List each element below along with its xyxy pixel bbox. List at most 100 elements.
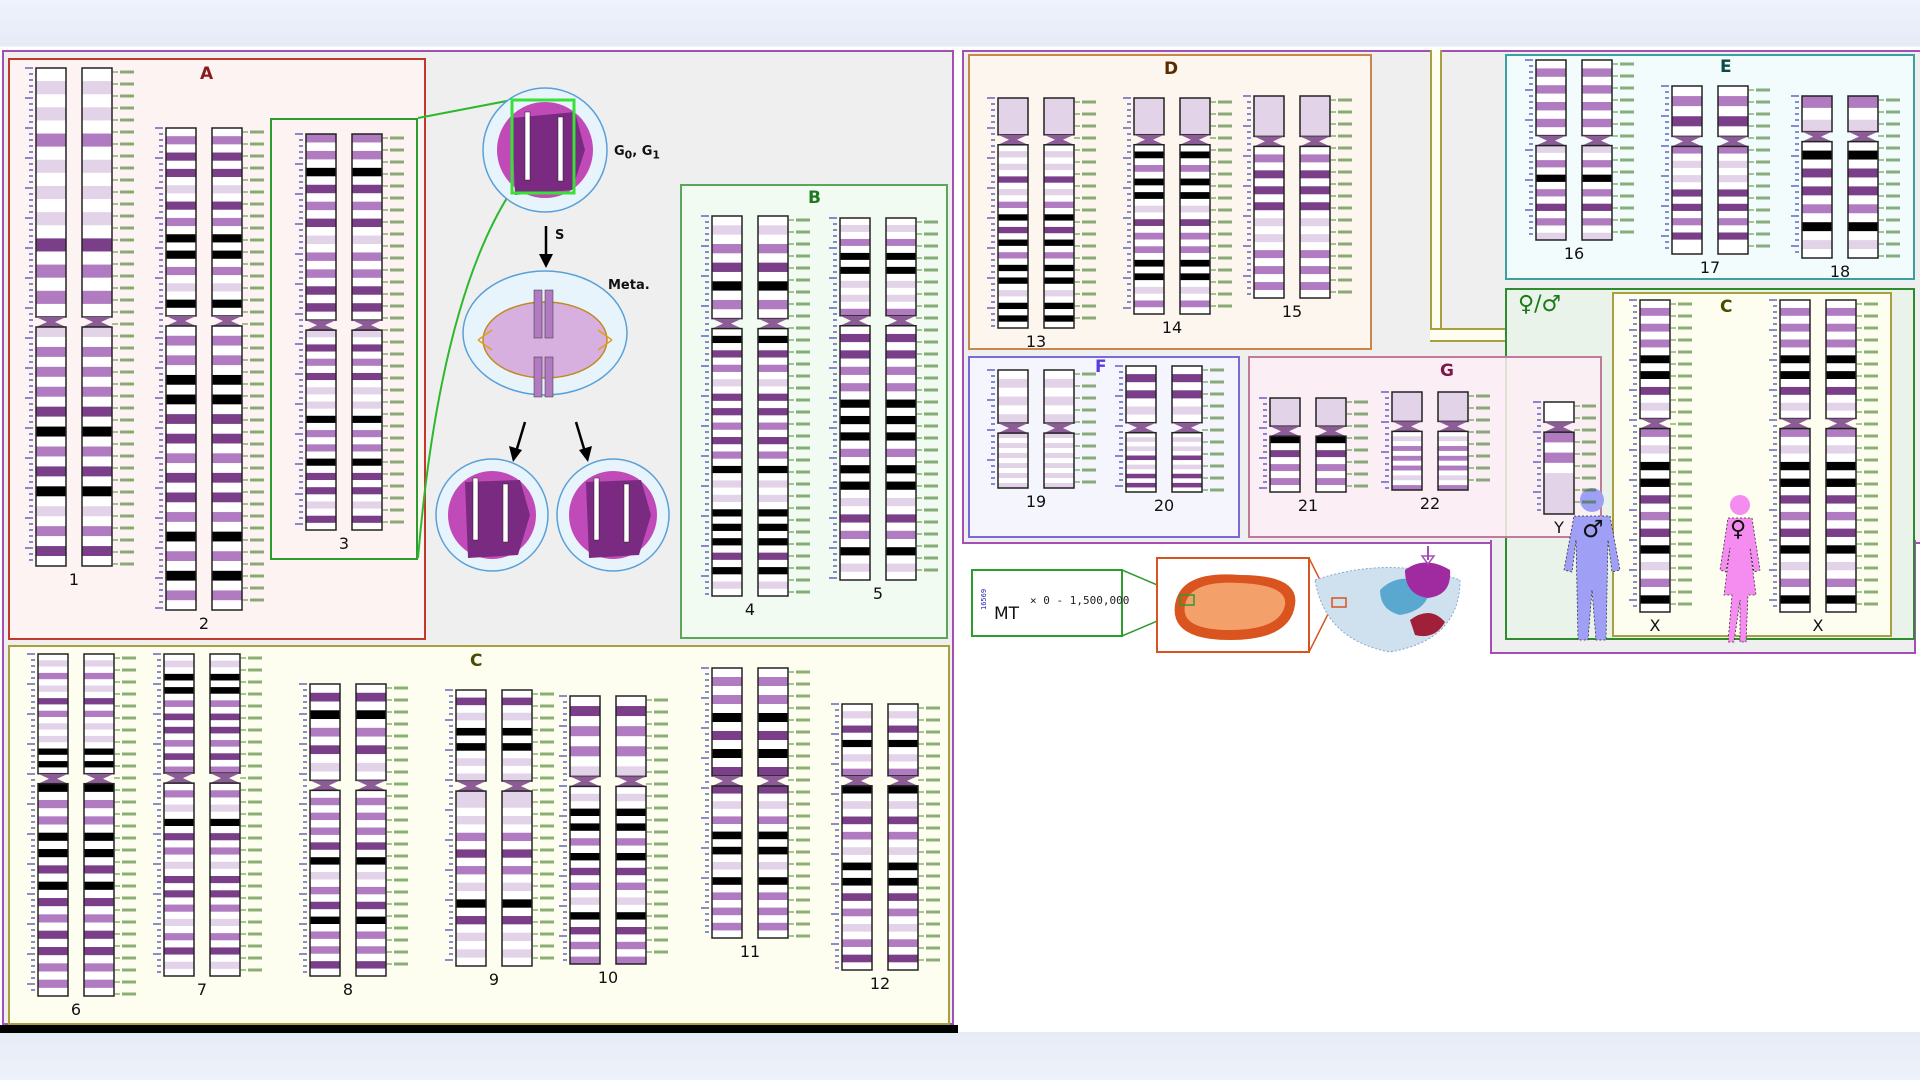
- chromosome-band: [712, 545, 742, 553]
- band-label-text: [248, 836, 262, 840]
- phase-g0g1-label: G0, G1: [614, 144, 660, 162]
- chromosome-17[interactable]: [1661, 85, 1703, 255]
- chromosome-16[interactable]: [1581, 59, 1634, 241]
- chromosome-band: [712, 740, 742, 750]
- chromosome-band: [1826, 545, 1856, 554]
- chromosome-band: [456, 891, 486, 900]
- chromosome-12[interactable]: [887, 703, 940, 971]
- chromosome-band: [840, 538, 870, 548]
- chromosome-band: [356, 946, 386, 955]
- chromosome-19[interactable]: [1043, 369, 1096, 489]
- chromosome-21[interactable]: [1259, 397, 1301, 493]
- chromosome-outline: [83, 782, 115, 997]
- centromere: [502, 781, 532, 792]
- chromosome-21[interactable]: [1315, 397, 1368, 493]
- chromosome-band: [570, 853, 600, 861]
- chromosome-6[interactable]: [27, 653, 69, 997]
- chromosome-band: [1582, 93, 1612, 103]
- chromosome-band: [1180, 280, 1210, 288]
- chromosome-band: [888, 747, 918, 755]
- band-label-text: [1864, 314, 1878, 318]
- chromosome-band: [306, 159, 336, 169]
- chromosome-6[interactable]: [83, 653, 136, 997]
- chromosome-band: [356, 797, 386, 806]
- chromosome-band: [82, 366, 112, 378]
- chromosome-1[interactable]: [25, 67, 67, 567]
- chromosome-2[interactable]: [155, 127, 197, 611]
- chromosome-20[interactable]: [1171, 365, 1224, 493]
- chromosome-14[interactable]: [1123, 97, 1165, 315]
- chromosome-13[interactable]: [1043, 97, 1096, 329]
- chromosome-9[interactable]: [445, 689, 487, 967]
- chromosome-band: [456, 949, 486, 958]
- chromosome-18[interactable]: [1791, 95, 1833, 259]
- chromosome-20[interactable]: [1115, 365, 1157, 493]
- chromosome-13[interactable]: [987, 97, 1029, 329]
- chromosome-x[interactable]: [1629, 299, 1692, 613]
- chromosome-15[interactable]: [1299, 95, 1352, 299]
- chromosome-11[interactable]: [701, 667, 743, 939]
- band-label-text: [250, 574, 264, 578]
- band-label-text: [1338, 254, 1352, 258]
- chromosome-5[interactable]: [885, 217, 938, 581]
- chromosome-3[interactable]: [295, 133, 337, 531]
- chromosome-4[interactable]: [701, 215, 743, 597]
- chromosome-band: [166, 345, 196, 356]
- chromosome-7[interactable]: [209, 653, 262, 977]
- chromosome-15[interactable]: [1243, 95, 1285, 299]
- chromosome-2[interactable]: [211, 127, 264, 611]
- chromosome-22[interactable]: [1437, 391, 1490, 491]
- chromosome-band: [1718, 146, 1748, 154]
- chromosome-band: [1802, 213, 1832, 223]
- chromosome-band: [1802, 119, 1832, 132]
- chromosome-band: [570, 696, 600, 707]
- chromosome-band: [84, 881, 114, 891]
- chromosome-band: [1134, 293, 1164, 301]
- chromosome-5[interactable]: [829, 217, 871, 581]
- chromosome-10[interactable]: [559, 695, 601, 965]
- chromosome-band: [1126, 460, 1156, 465]
- chromosome-band: [886, 440, 916, 450]
- chromosome-9[interactable]: [501, 689, 554, 967]
- chromosome-16[interactable]: [1525, 59, 1567, 241]
- chromosome-band: [166, 258, 196, 268]
- chromosome-1[interactable]: [81, 67, 134, 567]
- chromosome-4[interactable]: [757, 215, 810, 597]
- chromosome-y[interactable]: [1533, 401, 1596, 515]
- chromosome-19[interactable]: [987, 369, 1029, 489]
- chromosome-band: [82, 546, 112, 557]
- chromosome-14[interactable]: [1179, 97, 1232, 315]
- band-label-text: [1082, 432, 1096, 436]
- chromosome-band: [1544, 493, 1574, 505]
- chromosome-band: [356, 812, 386, 821]
- chromosome-3[interactable]: [351, 133, 404, 531]
- chromosome-band: [166, 404, 196, 415]
- chromosome-band: [82, 456, 112, 467]
- chromosome-22[interactable]: [1381, 391, 1423, 491]
- chromosome-10[interactable]: [615, 695, 668, 965]
- chromosome-12[interactable]: [831, 703, 873, 971]
- chromosome-17[interactable]: [1717, 85, 1770, 255]
- chromosome-x[interactable]: [1769, 299, 1811, 613]
- chromosome-band: [758, 415, 788, 423]
- chromosome-7[interactable]: [153, 653, 195, 977]
- chromosome-18[interactable]: [1847, 95, 1900, 259]
- chromosome-band: [840, 407, 870, 417]
- chromosome-band: [1180, 116, 1210, 136]
- chromosome-outline: [165, 127, 197, 317]
- chromosome-band: [166, 136, 196, 145]
- chromosome-8[interactable]: [355, 683, 408, 977]
- chromosome-outline: [351, 329, 383, 531]
- chromosome-11[interactable]: [757, 667, 810, 939]
- band-label-text: [1082, 372, 1096, 376]
- band-label-text: [120, 130, 134, 134]
- band-label-text: [924, 460, 938, 464]
- chromosome-band: [888, 908, 918, 917]
- chromosome-band: [1438, 446, 1468, 452]
- chromosome-band: [1536, 76, 1566, 86]
- chromosome-8[interactable]: [299, 683, 341, 977]
- band-label-text: [250, 130, 264, 134]
- chromosome-band: [1270, 436, 1300, 444]
- chromosome-band: [1826, 394, 1856, 404]
- chromosome-x[interactable]: [1825, 299, 1878, 613]
